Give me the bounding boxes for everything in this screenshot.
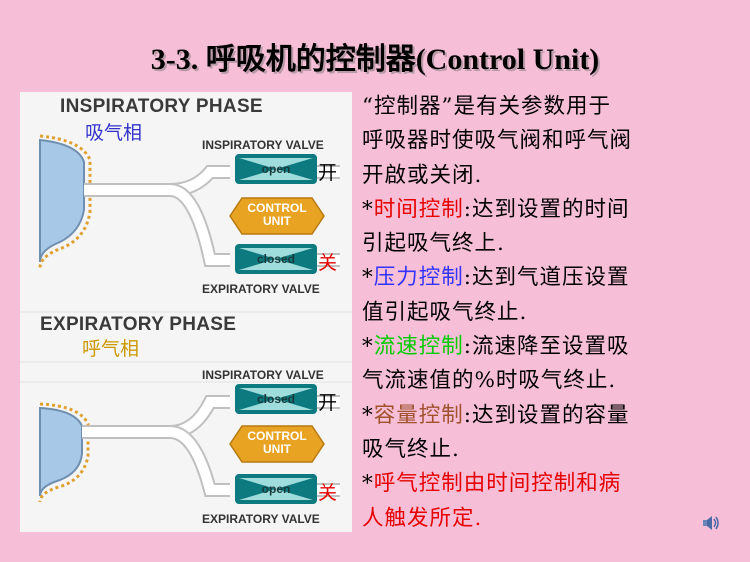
insp-valve-marker-2: 开 [318,392,338,414]
flow-control-desc-1: :流速降至设置吸 [463,334,630,360]
inspiratory-phase-header: INSPIRATORY PHASE [60,96,263,117]
flow-control-item: *流速控制:流速降至设置吸 [362,330,722,364]
volume-control-desc-2: 吸气终止. [362,436,460,462]
expiratory-valve-label: EXPIRATORY VALVE [202,282,320,296]
expiration-control-line-2: 人触发所定. [362,505,483,531]
volume-control-desc-1: :达到设置的容量 [463,402,630,428]
bullet: * [362,265,374,291]
pressure-control-desc-1: :达到气道压设置 [463,265,630,291]
volume-control-term: 容量控制 [373,402,464,428]
bullet: * [362,334,374,360]
expiratory-valve-state-2: open [261,482,291,496]
speaker-icon[interactable] [700,512,722,534]
time-control-term: 时间控制 [373,196,464,222]
time-control-item: *时间控制:达到设置的时间 [362,193,722,227]
time-control-desc-2: 引起吸气终上. [362,231,505,257]
expiratory-phase-cn-label: 呼气相 [82,338,140,360]
control-unit-line2: UNIT [263,442,291,456]
expiration-control-item: *呼气控制由时间控制和病 [362,467,722,501]
expiratory-valve-state: closed [256,252,295,266]
diagram-graphics [20,134,352,504]
exp-valve-closed-marker: 关 [318,252,338,274]
inspiratory-valve-state: open [261,162,291,176]
control-unit-label-1: CONTROL UNIT [230,202,324,228]
insp-valve-open-marker: 开 [318,162,338,184]
control-unit-line1: CONTROL [247,201,307,215]
expiratory-phase-header: EXPIRATORY PHASE [40,314,237,335]
explanation-text: “控制器”是有关参数用于 呼吸器时使吸气阀和呼气阀 开啟或关闭. *时间控制:达… [362,90,722,536]
expiratory-valve-label-2: EXPIRATORY VALVE [202,512,320,526]
pressure-control-term: 压力控制 [373,265,464,291]
bullet: * [362,471,374,497]
flow-control-desc-2: 气流速值的%时吸气终止. [362,368,617,394]
control-unit-line2: UNIT [263,214,291,228]
ventilator-diagram: INSPIRATORY PHASE 吸气相 INSPIRATORY VALVE … [20,92,352,532]
control-unit-line1: CONTROL [247,429,307,443]
bullet: * [362,196,374,222]
inspiratory-valve-label: INSPIRATORY VALVE [202,138,324,152]
inspiratory-valve-label-2: INSPIRATORY VALVE [202,368,324,382]
inspiratory-phase-cn-label: 吸气相 [85,122,143,144]
volume-control-item: *容量控制:达到设置的容量 [362,399,722,433]
intro-line-3: 开啟或关闭. [362,162,483,188]
inspiratory-valve-state-2: closed [256,392,295,406]
intro-line-2: 呼吸器时使吸气阀和呼气阀 [362,128,633,154]
bullet: * [362,402,374,428]
intro-line-1: “控制器”是有关参数用于 [362,94,611,119]
pressure-control-item: *压力控制:达到气道压设置 [362,261,722,295]
flow-control-term: 流速控制 [373,334,464,360]
exp-valve-marker-2: 关 [318,482,338,504]
slide-title: 3-3. 呼吸机的控制器(Control Unit) [150,43,600,76]
expiration-control-line-1: 呼气控制由时间控制和病 [373,471,622,497]
expiratory-circuit [38,384,340,504]
time-control-desc-1: :达到设置的时间 [463,196,630,222]
inspiratory-circuit [38,134,340,274]
speaker-icon-graphic [703,516,719,530]
control-unit-label-2: CONTROL UNIT [230,430,324,456]
pressure-control-desc-2: 值引起吸气终止. [362,299,528,325]
